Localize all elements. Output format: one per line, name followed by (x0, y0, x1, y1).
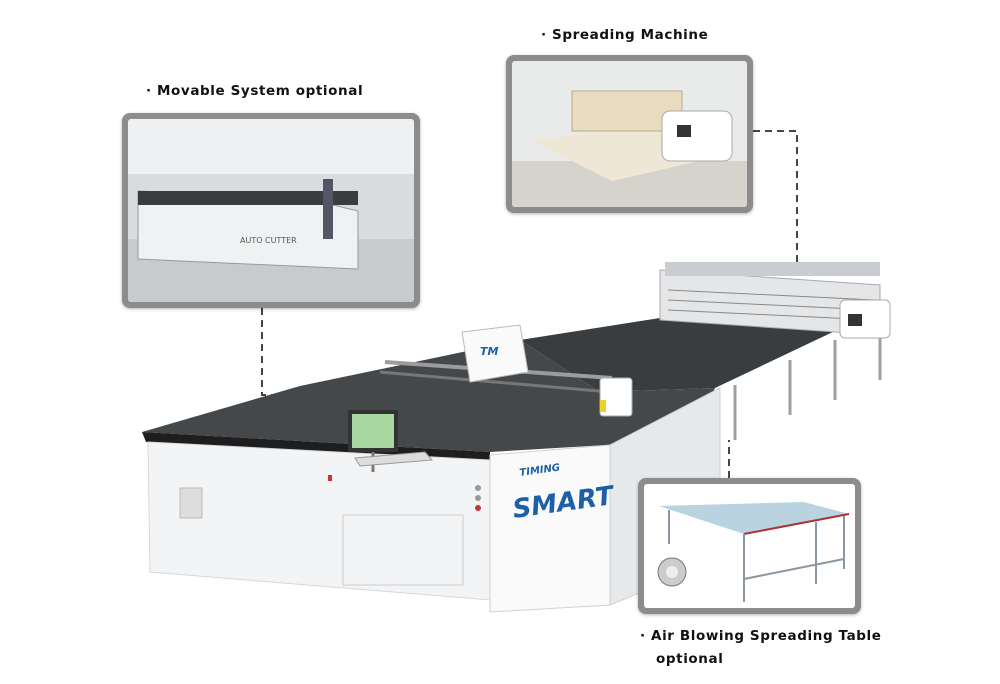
spreading-machine-photo (506, 55, 753, 213)
cutting-table-top (142, 340, 715, 452)
cutting-gantry: TM (379, 324, 633, 417)
cutter-body-left (147, 441, 491, 601)
table-legs (733, 335, 882, 440)
spreading-table-top (520, 312, 875, 392)
spreading-machine (659, 262, 891, 339)
photo-text: AUTO CUTTER (240, 236, 297, 245)
movable-system-label: · Movable System optional (146, 83, 364, 99)
control-computer (348, 410, 434, 472)
spreading-machine-label: · Spreading Machine (541, 27, 709, 43)
movable-system-photo: AUTO CUTTER (122, 113, 420, 308)
air-blowing-table-optional-label: optional (656, 651, 724, 667)
air-blowing-table-label: · Air Blowing Spreading Table (640, 628, 882, 644)
head-logo: TM (480, 345, 499, 358)
air-blowing-table-photo (638, 478, 861, 614)
